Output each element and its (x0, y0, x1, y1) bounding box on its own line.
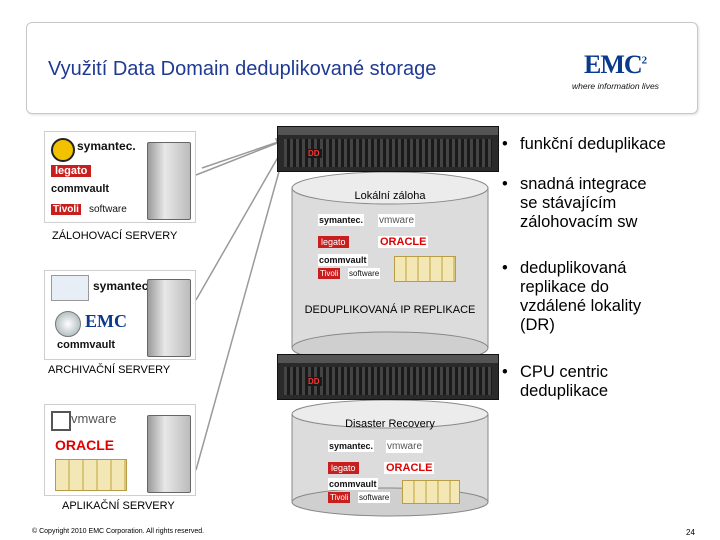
symantec-icon (51, 138, 75, 162)
logo-commvault: commvault (328, 478, 378, 490)
connector-archive-line (195, 144, 286, 301)
logo-oracle: ORACLE (378, 236, 429, 248)
logo-vmware: vmware (378, 214, 416, 227)
brand-name: EMC (584, 50, 643, 79)
server-tower-icon (147, 279, 191, 357)
bullet-1-line-1: funkční deduplikace (520, 135, 666, 153)
logo-tivoli: Tivoli (318, 268, 341, 279)
logo-tivoli: Tivoli (51, 204, 81, 215)
disaster-recovery-label: Disaster Recovery (345, 418, 435, 430)
emc-logo: EMC2 (584, 50, 647, 80)
page-number: 24 (686, 528, 695, 537)
top-cylinder-logos: symantec. vmware legato ORACLE commvault… (318, 214, 468, 284)
bullet-3-line-3: vzdálené lokality (520, 297, 642, 315)
copyright: © Copyright 2010 EMC Corporation. All ri… (32, 528, 205, 535)
connector-app-line (195, 149, 286, 471)
app-server-group: vmware ORACLE (44, 404, 196, 496)
header-box (26, 22, 698, 114)
appliance-badge: DD (306, 377, 322, 386)
logo-oracle: ORACLE (55, 437, 115, 453)
bullet-dot-icon: • (502, 363, 508, 381)
bullet-dot-icon: • (502, 175, 508, 193)
vmware-icon (51, 411, 71, 431)
documents-icon (55, 459, 127, 491)
logo-symantec: symantec. (77, 139, 136, 153)
logo-tivoli: Tivoli (328, 492, 351, 503)
bullet-4-line-1: CPU centric (520, 363, 609, 381)
bullet-2-line-2: se stávajícím (520, 194, 617, 212)
appliance-badge: DD (306, 149, 322, 158)
logo-legato: legato (318, 236, 349, 248)
logo-emc: EMC (85, 311, 127, 331)
bullet-2-line-1: snadná integrace (520, 175, 647, 193)
logo-vmware: vmware (71, 411, 117, 426)
data-domain-appliance-top: DD (277, 126, 499, 172)
logo-symantec: symantec. (93, 279, 152, 293)
logo-symantec: symantec. (328, 440, 375, 452)
app-servers-label: APLIKAČNÍ SERVERY (62, 500, 175, 512)
dedup-replication-label: DEDUPLIKOVANÁ IP REPLIKACE (304, 304, 476, 316)
bullet-3-line-2: replikace do (520, 278, 609, 296)
documents-icon (402, 480, 460, 504)
backup-server-group: symantec. legato commvault Tivoli softwa… (44, 131, 196, 223)
logo-commvault: commvault (57, 339, 116, 351)
backup-servers-label: ZÁLOHOVACÍ SERVERY (52, 230, 178, 242)
logo-symantec: symantec. (318, 214, 365, 226)
bottom-cylinder-logos: symantec. vmware legato ORACLE commvault… (328, 440, 478, 510)
bullet-2-line-3: zálohovacím sw (520, 213, 638, 231)
disc-icon (55, 311, 81, 337)
data-domain-appliance-bottom: DD (277, 354, 499, 400)
local-backup-label: Lokální záloha (354, 190, 426, 202)
logo-software: software (358, 492, 391, 503)
bullet-3-line-4: (DR) (520, 316, 555, 334)
logo-legato: legato (51, 165, 92, 177)
archive-server-group: symantec. EMC commvault (44, 270, 196, 360)
logo-software: software (89, 204, 127, 215)
logo-legato: legato (328, 462, 359, 474)
bullet-dot-icon: • (502, 259, 508, 277)
bullet-dot-icon: • (502, 135, 508, 153)
server-tower-icon (147, 142, 191, 220)
documents-icon (394, 256, 456, 282)
logo-commvault: commvault (318, 254, 368, 266)
server-tower-icon (147, 415, 191, 493)
logo-vmware: vmware (386, 440, 424, 453)
archive-servers-label: ARCHIVAČNÍ SERVERY (48, 364, 171, 376)
page-title: Využití Data Domain deduplikované storag… (48, 58, 437, 80)
logo-software: software (348, 268, 381, 279)
bullet-4-line-2: deduplikace (520, 382, 609, 400)
logo-oracle: ORACLE (384, 462, 435, 474)
screenshot-icon (51, 275, 89, 301)
bullet-3-line-1: deduplikovaná (520, 259, 627, 277)
connector-backup-line (195, 139, 286, 176)
brand-sup: 2 (641, 54, 647, 67)
connector-backup-line-2 (201, 141, 279, 169)
logo-commvault: commvault (51, 183, 110, 195)
brand-tagline: where information lives (572, 81, 659, 91)
